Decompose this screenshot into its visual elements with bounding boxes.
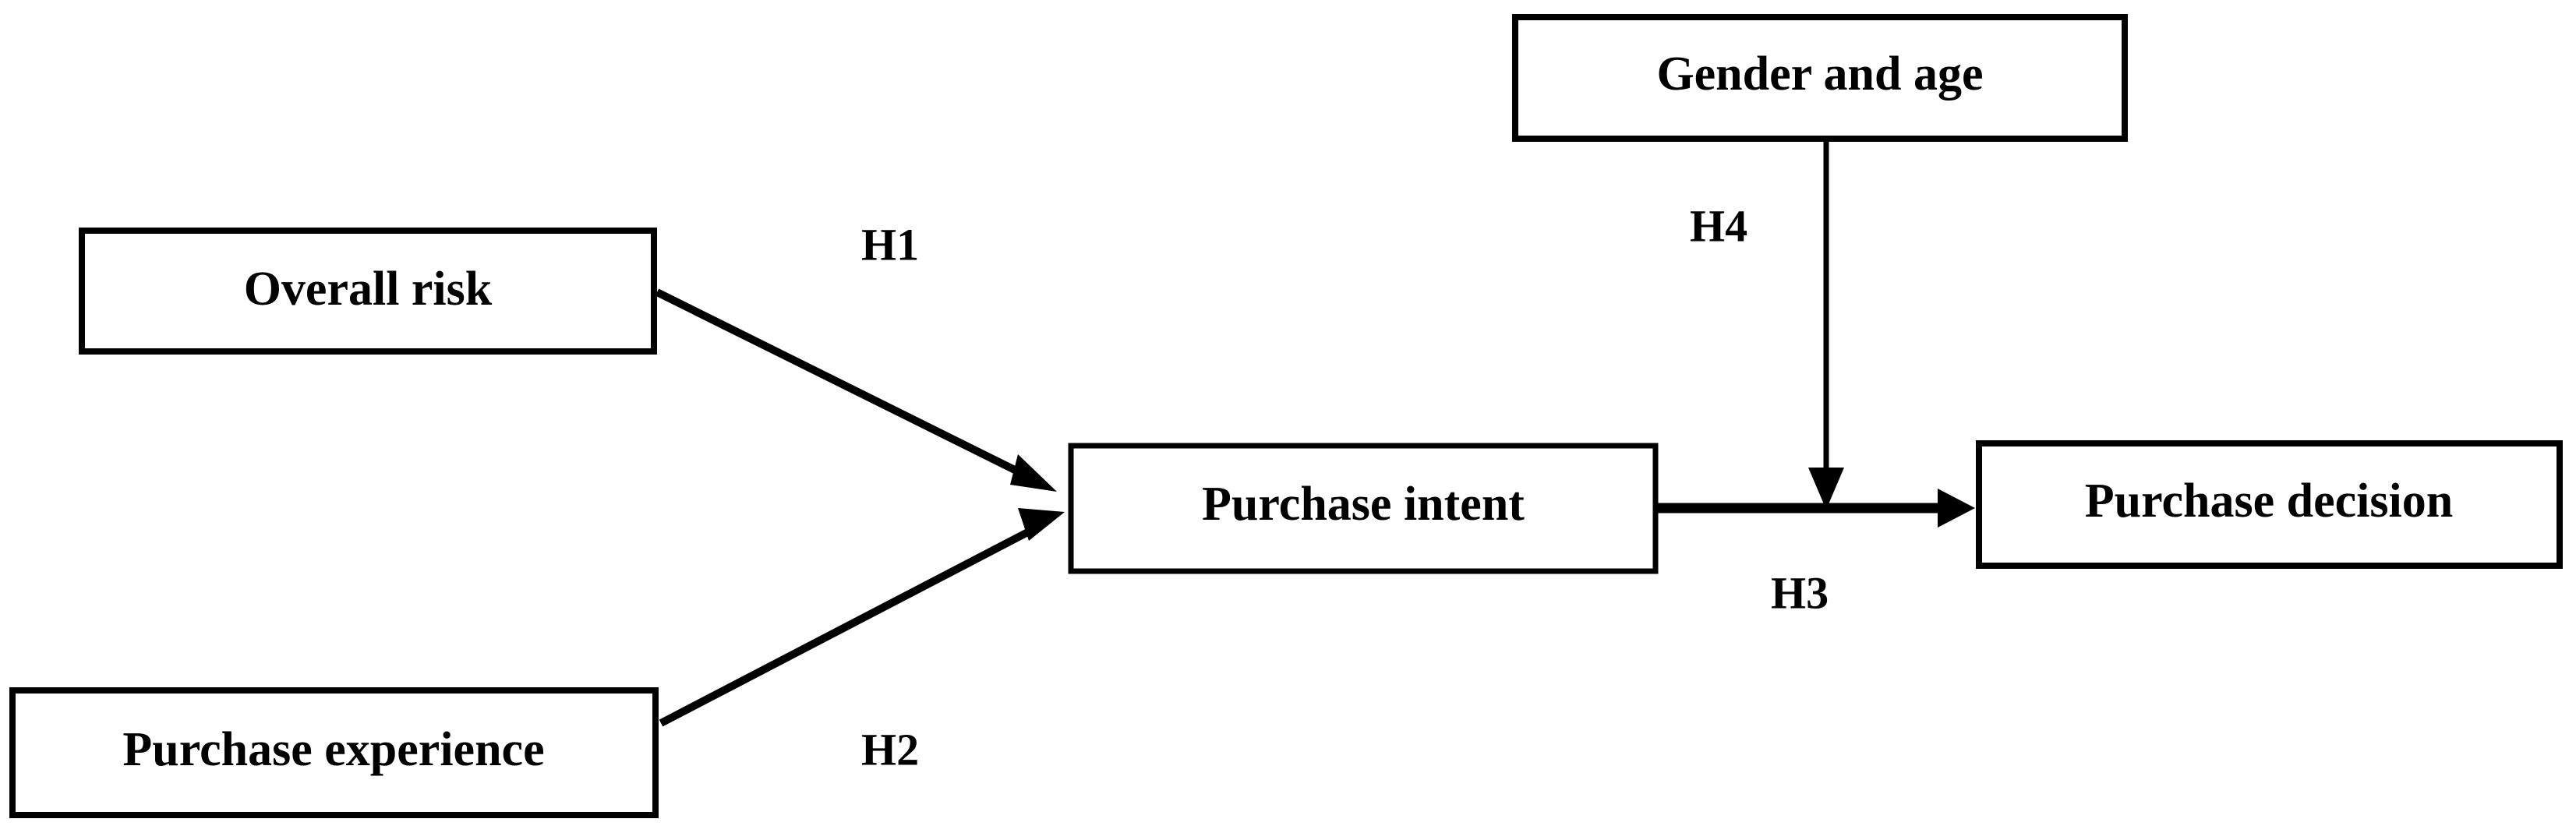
- edge-h2: [659, 508, 1065, 727]
- node-purchase-decision-label: Purchase decision: [2085, 475, 2453, 528]
- node-purchase-experience-box[interactable]: [9, 687, 659, 818]
- hypothesis-label-h4: H4: [1690, 200, 1747, 251]
- edge-h1: [655, 288, 1057, 492]
- node-gender-and-age-box[interactable]: [1512, 14, 2128, 142]
- edge-h4: [1808, 142, 1844, 510]
- edge-h4-arrowhead: [1808, 468, 1844, 510]
- edge-h1-arrowhead: [1010, 454, 1057, 492]
- node-gender-and-age[interactable]: Gender and age: [1512, 14, 2128, 142]
- hypothesis-label-h2: H2: [861, 724, 919, 775]
- node-overall-risk-box[interactable]: [79, 228, 657, 355]
- node-purchase-intent-label: Purchase intent: [1202, 478, 1525, 531]
- node-purchase-decision[interactable]: Purchase decision: [1976, 440, 2563, 569]
- node-purchase-intent[interactable]: Purchase intent: [1068, 443, 1659, 574]
- edge-h2-arrowhead: [1018, 508, 1065, 541]
- edge-h3: [1654, 489, 1975, 528]
- node-purchase-experience-label: Purchase experience: [122, 723, 544, 776]
- edge-h1-line: [655, 288, 1033, 482]
- hypothesis-label-h3: H3: [1771, 567, 1829, 618]
- node-purchase-experience[interactable]: Purchase experience: [9, 687, 659, 818]
- hypothesis-label-h1: H1: [861, 219, 919, 270]
- node-purchase-intent-box[interactable]: [1068, 443, 1659, 574]
- node-overall-risk[interactable]: Overall risk: [79, 228, 657, 355]
- node-purchase-decision-box[interactable]: [1976, 440, 2563, 569]
- edge-h2-line: [659, 523, 1041, 727]
- node-overall-risk-label: Overall risk: [244, 263, 493, 316]
- edge-h3-arrowhead: [1938, 489, 1975, 528]
- node-gender-and-age-label: Gender and age: [1656, 48, 1983, 101]
